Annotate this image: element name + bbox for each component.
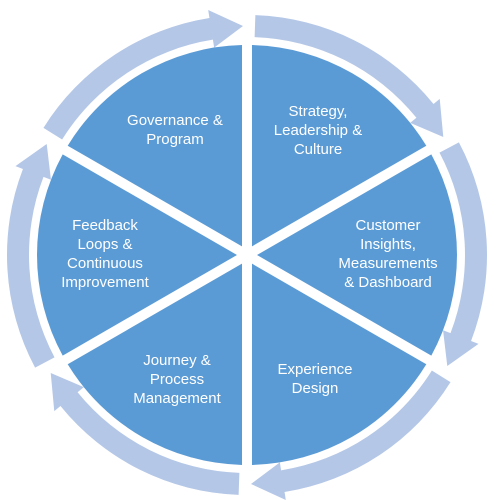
segment-experience-design	[252, 263, 427, 465]
segment-label-customer-insights: Customer Insights, Measurements & Dashbo…	[318, 216, 458, 292]
segment-customer-insights	[257, 154, 457, 356]
segment-feedback	[37, 154, 238, 356]
label-line: Loops &	[77, 236, 133, 253]
label-line: Customer	[355, 217, 421, 234]
label-line: Culture	[293, 141, 343, 158]
label-line: Process	[149, 371, 205, 388]
label-line: & Dashboard	[344, 274, 432, 291]
label-line: Measurements	[338, 255, 438, 272]
segment-label-governance: Governance & Program	[105, 111, 245, 149]
segment-label-journey: Journey & Process Management	[107, 351, 247, 408]
segment-strategy	[252, 45, 427, 247]
label-line: Insights,	[360, 236, 416, 253]
label-line: Improvement	[61, 274, 149, 291]
label-line: Governance &	[127, 112, 223, 129]
label-line: Experience	[277, 361, 353, 378]
label-line: Strategy,	[288, 103, 348, 120]
cycle-arrow-feedback	[6, 143, 55, 368]
label-line: Feedback	[72, 217, 138, 234]
label-line: Continuous	[67, 255, 143, 272]
label-line: Program	[146, 131, 204, 148]
label-line: Design	[291, 380, 339, 397]
segment-label-experience-design: Experience Design	[245, 360, 385, 398]
cycle-arrow-governance	[43, 10, 243, 140]
cycle-arrow-strategy	[254, 15, 444, 138]
segment-label-feedback: Feedback Loops & Continuous Improvement	[35, 216, 175, 292]
label-line: Leadership &	[273, 122, 363, 139]
label-line: Journey &	[143, 352, 211, 369]
segment-journey	[67, 263, 242, 465]
segment-label-strategy: Strategy, Leadership & Culture	[248, 102, 388, 159]
cycle-arrow-customer-insights	[439, 142, 488, 367]
label-line: Management	[133, 390, 221, 407]
cycle-arrow-journey	[50, 372, 240, 495]
segment-governance	[67, 45, 242, 247]
cycle-arrow-experience-design	[251, 370, 451, 500]
